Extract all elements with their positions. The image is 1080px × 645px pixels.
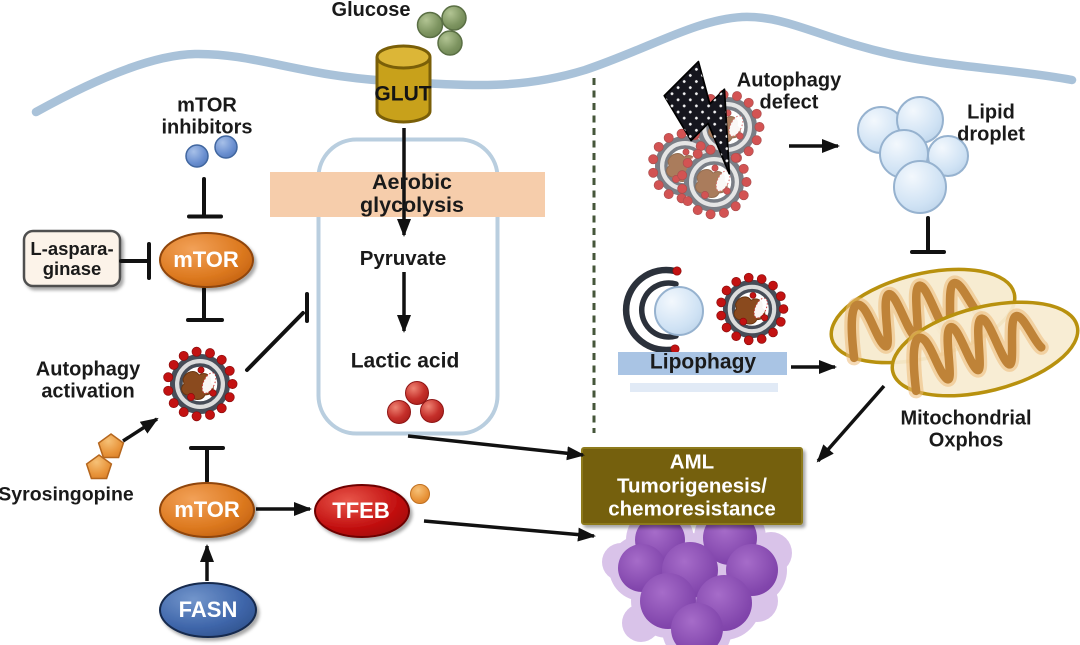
l-asparaginase-box	[22, 229, 122, 288]
mtor-inhibitor-molecules	[185, 135, 238, 168]
aml-outcome-box	[581, 447, 803, 525]
mtor-oval-lower	[159, 482, 255, 538]
lipophagy-highlight-band	[618, 352, 787, 375]
fasn-oval	[159, 582, 257, 638]
lipid-sphere	[654, 286, 704, 336]
mtor-oval-upper	[159, 232, 254, 288]
inhibition-lines	[119, 177, 946, 483]
aerobic-glycolysis-band	[270, 172, 545, 217]
lactic-acid-molecules	[387, 381, 444, 424]
lipid-droplet-cluster	[857, 96, 969, 214]
lipophagy-highlight-faded	[630, 383, 778, 392]
pathway-arrows	[122, 128, 886, 581]
cell-membrane	[31, 12, 1077, 117]
syrosingopine-pentagons	[85, 433, 125, 480]
tfeb-cofactor-dot	[410, 484, 430, 504]
glucose-molecules	[416, 5, 467, 56]
glut-transporter-icon	[375, 44, 432, 124]
tfeb-oval	[314, 484, 410, 538]
autophagosome-activation-icon	[164, 347, 238, 421]
lightning-bolt-icon	[663, 60, 731, 175]
mitochondrion-2	[890, 300, 1080, 399]
lipophagy-icon	[622, 266, 788, 354]
